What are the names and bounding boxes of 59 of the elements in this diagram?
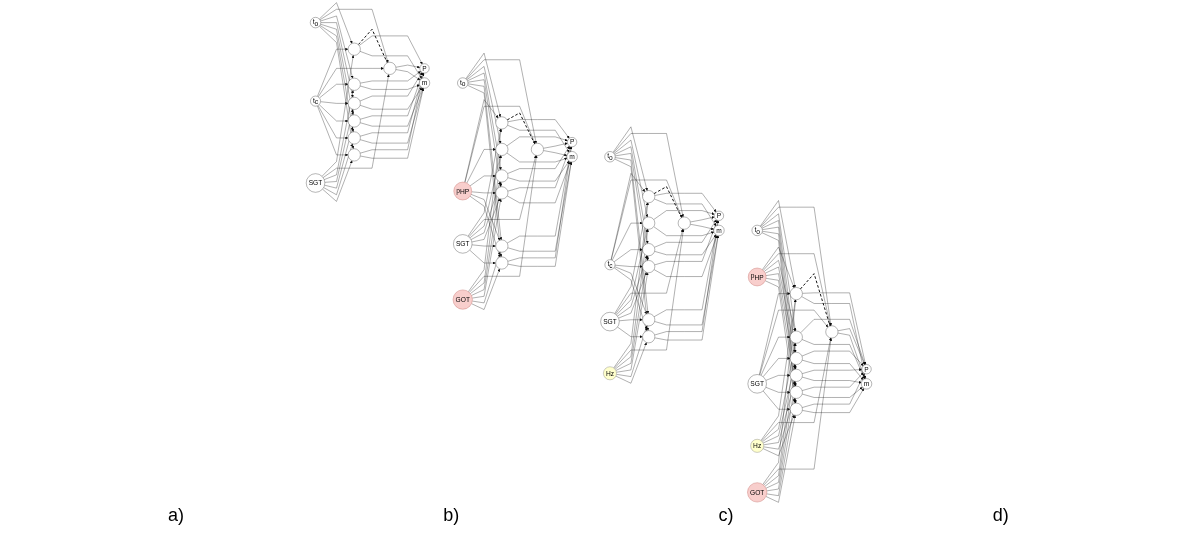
- node-circle: [641, 243, 655, 256]
- node-circle: [383, 62, 396, 75]
- node-circle: [347, 42, 361, 56]
- node-circle: [305, 173, 325, 193]
- node-circle: [604, 259, 615, 270]
- node-circle: [641, 216, 655, 230]
- node-circle: [604, 151, 615, 163]
- node-circle: [789, 369, 803, 382]
- node-circle: [713, 225, 724, 236]
- node-circle: [602, 366, 617, 380]
- node-circle: [860, 378, 872, 390]
- panel-label: c): [718, 505, 734, 526]
- node-circle: [677, 216, 691, 230]
- node-circle: [641, 330, 655, 344]
- connector: [799, 273, 831, 327]
- node-circle: [418, 77, 430, 89]
- node-circle: [419, 63, 429, 74]
- node-circle: [641, 260, 655, 273]
- node-circle: [309, 95, 321, 107]
- node-circle: [530, 143, 544, 156]
- node-circle: [347, 114, 361, 128]
- node-circle: [641, 190, 655, 203]
- node-circle: [495, 186, 508, 200]
- node-circle: [747, 267, 766, 287]
- node-circle: [453, 181, 472, 201]
- node-circle: [309, 17, 321, 29]
- node-circle: [495, 256, 508, 270]
- node-circle: [789, 287, 803, 300]
- node-circle: [495, 239, 508, 253]
- connector: [357, 28, 388, 64]
- node-circle: [566, 151, 578, 163]
- node-circle: [749, 439, 764, 453]
- connector: [653, 186, 682, 219]
- panel-label: a): [168, 505, 185, 526]
- node-circle: [566, 137, 577, 147]
- node-circle: [713, 210, 724, 221]
- node-circle: [347, 148, 361, 162]
- node-circle: [825, 325, 838, 339]
- node-circle: [452, 234, 472, 254]
- node-circle: [495, 169, 508, 183]
- node-circle: [599, 312, 619, 332]
- node-circle: [495, 116, 508, 130]
- node-circle: [347, 77, 361, 91]
- node-circle: [747, 374, 767, 394]
- node-circle: [347, 97, 361, 110]
- node-circle: [347, 131, 361, 145]
- node-circle: [495, 143, 508, 156]
- panel-label: b): [443, 505, 460, 526]
- node-circle: [751, 225, 763, 236]
- node-circle: [641, 313, 655, 327]
- panel-label: d): [992, 505, 1009, 526]
- node-circle: [789, 386, 803, 399]
- node-circle: [746, 482, 767, 503]
- node-circle: [789, 402, 803, 416]
- node-circle: [789, 330, 803, 344]
- node-circle: [789, 352, 803, 365]
- node-circle: [452, 289, 473, 310]
- node-circle: [456, 77, 468, 89]
- node-circle: [861, 364, 871, 375]
